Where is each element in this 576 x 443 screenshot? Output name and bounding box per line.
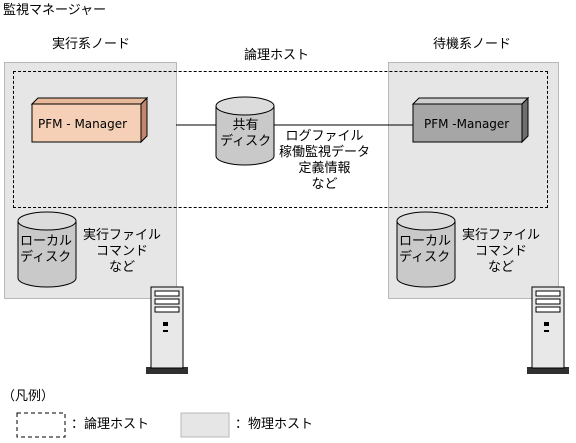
standby-node-label: 待機系ノード (433, 37, 512, 52)
legend-physical-swatch (180, 412, 230, 438)
active-node-label: 実行系ノード (52, 37, 131, 52)
logical-host-boundary (13, 71, 548, 208)
legend-physical-label: ：物理ホスト (235, 417, 314, 432)
standby-server-icon (527, 286, 569, 374)
shared-disk-label: 共有 ディスク (220, 118, 272, 149)
logical-host-label: 論理ホスト (244, 48, 310, 63)
shared-disk-icon (215, 96, 275, 166)
legend-logical-swatch (16, 412, 66, 438)
standby-local-disk-icon (396, 211, 456, 288)
active-manager-label: PFM - Manager (38, 117, 128, 131)
legend-logical-label: ：論理ホスト (71, 417, 150, 432)
shared-disk-contents: ログファイル 稼働監視データ 定義情報 など (279, 129, 371, 192)
diagram-title: 監視マネージャー (3, 3, 107, 18)
active-server-icon (146, 286, 188, 374)
standby-manager-label: PFM -Manager (424, 117, 510, 131)
standby-manager-box (411, 96, 530, 144)
active-manager-box (30, 96, 149, 144)
active-local-disk-icon (17, 211, 77, 288)
standby-local-disk-contents: 実行ファイル コマンド など (462, 228, 541, 275)
standby-local-disk-label: ローカル ディスク (399, 234, 452, 265)
active-local-disk-label: ローカル ディスク (20, 234, 73, 265)
legend-title: （凡例） (2, 389, 55, 404)
active-local-disk-contents: 実行ファイル コマンド など (83, 228, 162, 275)
